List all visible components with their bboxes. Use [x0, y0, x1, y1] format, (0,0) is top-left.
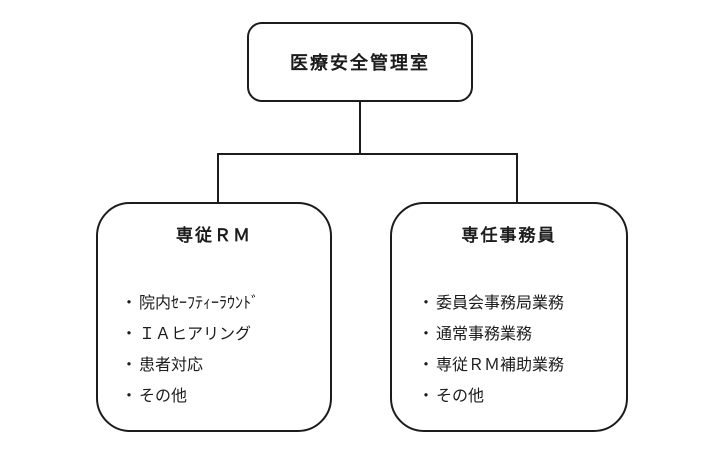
list-item: ・院内ｾｰﾌﾃｨｰﾗｳﾝﾄﾞ	[121, 288, 330, 319]
list-item-label: 通常事務業務	[436, 326, 533, 343]
bullet-glyph: ・	[121, 326, 138, 343]
bullet-glyph: ・	[418, 295, 435, 312]
bullet-glyph: ・	[121, 295, 138, 312]
dedicated-rm-item-list: ・院内ｾｰﾌﾃｨｰﾗｳﾝﾄﾞ ・ＩＡヒアリング ・患者対応 ・その他	[98, 288, 330, 412]
node-fulltime-clerk-title: 専任事務員	[461, 226, 557, 245]
list-item-label: 委員会事務局業務	[436, 295, 565, 312]
list-item-label: その他	[436, 388, 485, 405]
list-item: ・その他	[121, 381, 330, 412]
node-dedicated-rm-title: 専従ＲＭ	[176, 226, 252, 245]
list-item-label: ＩＡヒアリング	[139, 326, 252, 343]
node-medical-safety-office-label: 医療安全管理室	[290, 53, 430, 73]
connector-horizontal	[217, 153, 518, 155]
list-item: ・患者対応	[121, 350, 330, 381]
bullet-glyph: ・	[121, 388, 138, 405]
bullet-glyph: ・	[418, 357, 435, 374]
list-item-label: 院内ｾｰﾌﾃｨｰﾗｳﾝﾄﾞ	[139, 295, 260, 312]
list-item: ・専従ＲＭ補助業務	[418, 350, 626, 381]
node-dedicated-rm: 専従ＲＭ ・院内ｾｰﾌﾃｨｰﾗｳﾝﾄﾞ ・ＩＡヒアリング ・患者対応 ・その他	[96, 202, 332, 432]
connector-root-stem	[359, 102, 361, 154]
bullet-glyph: ・	[418, 388, 435, 405]
list-item: ・委員会事務局業務	[418, 288, 626, 319]
connector-right-drop	[516, 153, 518, 202]
list-item-label: 専従ＲＭ補助業務	[436, 357, 565, 374]
fulltime-clerk-item-list: ・委員会事務局業務 ・通常事務業務 ・専従ＲＭ補助業務 ・その他	[392, 288, 626, 412]
node-fulltime-clerk: 専任事務員 ・委員会事務局業務 ・通常事務業務 ・専従ＲＭ補助業務 ・その他	[390, 202, 628, 432]
list-item: ・その他	[418, 381, 626, 412]
list-item: ・通常事務業務	[418, 319, 626, 350]
connector-left-drop	[217, 153, 219, 202]
bullet-glyph: ・	[418, 326, 435, 343]
list-item-label: その他	[139, 388, 188, 405]
node-medical-safety-office: 医療安全管理室	[247, 22, 473, 102]
list-item: ・ＩＡヒアリング	[121, 319, 330, 350]
bullet-glyph: ・	[121, 357, 138, 374]
list-item-label: 患者対応	[139, 357, 204, 374]
